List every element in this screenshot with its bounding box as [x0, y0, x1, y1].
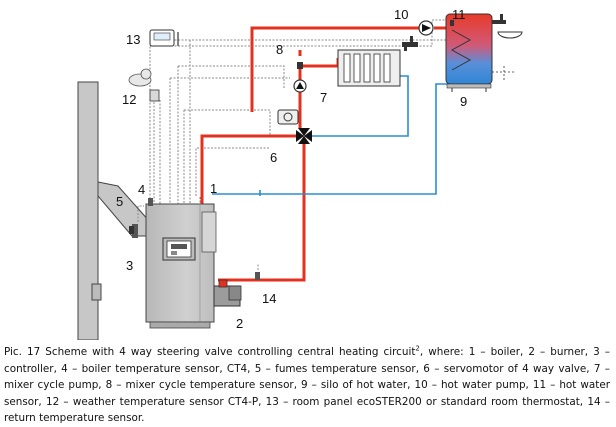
- label-number-7: 7: [320, 90, 327, 105]
- label-number-8: 8: [276, 42, 283, 57]
- cold-water-inlet: [492, 66, 514, 80]
- servomotor: [277, 109, 299, 125]
- label-number-3: 3: [126, 258, 133, 273]
- radiator: [337, 49, 401, 87]
- svg-text:6: 6: [270, 150, 277, 165]
- svg-text:5: 5: [116, 194, 123, 209]
- four-way-valve: [296, 128, 312, 144]
- figure-caption: Pic. 17 Scheme with 4 way steering valve…: [4, 344, 610, 427]
- label-number-9: 9: [460, 94, 467, 109]
- return-pipes: [212, 75, 448, 196]
- boiler-temperature-sensor: [148, 198, 153, 206]
- hot-water-sensor: [450, 20, 454, 26]
- weather-sensor: [128, 68, 160, 102]
- label-number-14: 14: [262, 291, 276, 306]
- svg-text:1: 1: [210, 181, 217, 196]
- svg-text:14: 14: [262, 291, 276, 306]
- hot-water-silo: [445, 13, 493, 92]
- label-number-12: 12: [122, 92, 136, 107]
- svg-text:10: 10: [394, 7, 408, 22]
- svg-text:12: 12: [122, 92, 136, 107]
- label-number-10: 10: [394, 7, 408, 22]
- tap-icon: [402, 36, 418, 51]
- svg-text:2: 2: [236, 316, 243, 331]
- mixer-cycle-pump: [293, 79, 307, 93]
- svg-text:11: 11: [452, 7, 466, 22]
- svg-text:3: 3: [126, 258, 133, 273]
- heating-scheme-diagram: 1 2 3 4 5 6 7 8 9 10 11 12 13 14: [77, 7, 523, 340]
- label-number-11: 11: [452, 7, 466, 22]
- mixer-cycle-temperature-sensor: [297, 62, 303, 69]
- svg-text:4: 4: [138, 182, 145, 197]
- caption-superscript: 2: [415, 344, 420, 353]
- label-number-5: 5: [116, 194, 123, 209]
- hot-water-pump: [418, 20, 434, 36]
- label-number-6: 6: [270, 150, 277, 165]
- svg-text:9: 9: [460, 94, 467, 109]
- label-number-2: 2: [236, 316, 243, 331]
- burner: [213, 279, 242, 307]
- svg-text:13: 13: [126, 32, 140, 47]
- caption-prefix: Pic. 17: [4, 346, 41, 358]
- caption-main: Scheme with 4 way steering valve control…: [45, 346, 416, 358]
- svg-text:8: 8: [276, 42, 283, 57]
- label-number-13: 13: [126, 32, 140, 47]
- sink-icon: [492, 14, 523, 39]
- fumes-temperature-sensor: [129, 226, 134, 234]
- chimney: [77, 81, 102, 340]
- room-panel: [149, 29, 179, 47]
- label-number-1: 1: [210, 181, 217, 196]
- label-number-4: 4: [138, 182, 145, 197]
- boiler: [145, 203, 217, 329]
- return-temperature-sensor: [255, 272, 260, 280]
- controller: [162, 237, 196, 261]
- caption-rest: , where: 1 – boiler, 2 – burner, 3 – con…: [4, 346, 610, 424]
- svg-text:7: 7: [320, 90, 327, 105]
